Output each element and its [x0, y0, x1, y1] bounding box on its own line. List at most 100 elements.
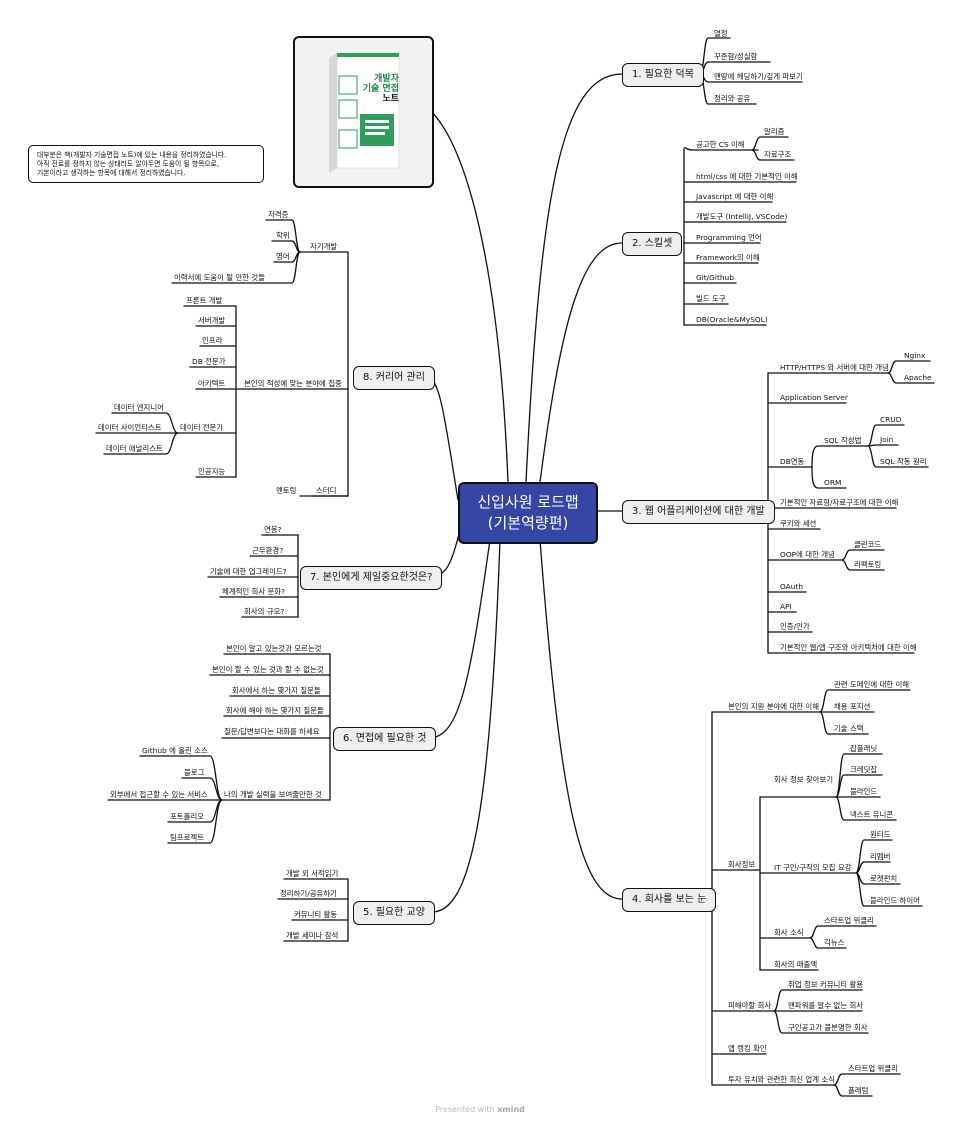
- b8-focus-sub[interactable]: 아키텍트: [198, 379, 226, 388]
- b3-oauth[interactable]: OAuth: [780, 582, 804, 591]
- b8-focus-sub[interactable]: 데이터 전문가: [180, 423, 224, 432]
- b8-data-sub[interactable]: 데이터 엔지니어: [114, 403, 164, 412]
- b4-it-sub[interactable]: 리멤버: [870, 852, 891, 861]
- b7-item[interactable]: 체계적인 회사 문화?: [222, 587, 286, 596]
- b4-invest-sub[interactable]: 스타트업 위클리: [848, 1064, 898, 1073]
- b2-item[interactable]: Git/Github: [696, 273, 734, 282]
- b2-item[interactable]: 빌드 도구: [696, 294, 726, 303]
- b4-find[interactable]: 회사 정보 찾아보기: [774, 775, 834, 784]
- b4-it-sub[interactable]: 블라인드 하이어: [870, 896, 920, 905]
- branch-b4[interactable]: 4. 회사를 보는 눈: [622, 888, 717, 912]
- b2-cs-sub[interactable]: 자료구조: [764, 150, 792, 159]
- b3-sql-sub[interactable]: CRUD: [880, 415, 902, 424]
- b4-it-sub[interactable]: 로켓펀치: [870, 874, 898, 883]
- b4-invest-sub[interactable]: 플래텀: [848, 1086, 869, 1095]
- b6-show-sub[interactable]: 팀프로젝트: [170, 833, 204, 842]
- b6-show-sub[interactable]: 블로그: [184, 768, 205, 777]
- b4-info[interactable]: 회사정보: [728, 860, 756, 869]
- b4-field-sub[interactable]: 채용 포지션: [834, 702, 871, 711]
- b4-it-sub[interactable]: 원티드: [870, 830, 891, 839]
- b8-focus-sub[interactable]: 프론트 개발: [186, 296, 223, 305]
- b2-item[interactable]: Programming 언어: [696, 233, 762, 242]
- b6-show-sub[interactable]: Github 에 올린 소스: [142, 746, 208, 755]
- root-topic[interactable]: 신입사원 로드맵 (기본역량편): [458, 482, 598, 544]
- b3-app-server[interactable]: Application Server: [780, 393, 848, 402]
- b6-show-sub[interactable]: 외부에서 접근할 수 있는 서비스: [110, 790, 208, 799]
- b7-item[interactable]: 회사의 규모?: [244, 607, 285, 616]
- b4-avoid-sub[interactable]: 맨파워를 알수 없는 회사: [788, 1001, 864, 1010]
- b4-field[interactable]: 본인의 지원 분야에 대한 이해: [728, 702, 819, 711]
- b2-cs-sub[interactable]: 알리즘: [764, 127, 785, 136]
- b4-news[interactable]: 회사 소식: [774, 928, 804, 937]
- b2-item[interactable]: Javascript 에 대한 이해: [696, 192, 774, 201]
- b3-http-sub[interactable]: Apache: [904, 373, 932, 382]
- branch-b7[interactable]: 7. 본인에게 제일중요한것은?: [300, 566, 443, 590]
- b4-avoid[interactable]: 피해야할 회사: [728, 1001, 772, 1010]
- b8-focus-sub[interactable]: DB 전문가: [192, 357, 226, 366]
- b4-avoid-sub[interactable]: 취업 정보 커뮤니티 활용: [788, 980, 864, 989]
- b3-http[interactable]: HTTP/HTTPS 와 서버에 대한 개념: [780, 363, 889, 372]
- b8-mentoring[interactable]: 멘토링: [276, 486, 297, 495]
- b3-db[interactable]: DB연동: [780, 457, 805, 466]
- b4-sales[interactable]: 회사의 매출액: [774, 960, 818, 969]
- b8-focus-sub[interactable]: 인프라: [202, 336, 223, 345]
- b8-self-sub[interactable]: 자격증: [268, 210, 289, 219]
- b5-item[interactable]: 개발 외 서적읽기: [286, 869, 339, 878]
- b3-auth[interactable]: 인증/인가: [780, 622, 810, 631]
- b4-field-sub[interactable]: 기술 스택: [834, 724, 864, 733]
- b2-item[interactable]: DB(Oracle&MySQL): [696, 315, 768, 324]
- b7-item[interactable]: 근무환경?: [252, 546, 284, 555]
- b8-focus-sub[interactable]: 인공지능: [198, 467, 226, 476]
- b3-arch[interactable]: 기본적인 웹/앱 구조와 아키텍처에 대한 이해: [780, 643, 917, 652]
- b6-item[interactable]: 본인이 할 수 있는 것과 할 수 없는것: [212, 665, 324, 674]
- b6-item[interactable]: 회사에서 하는 몇가지 질문들: [232, 686, 321, 695]
- b3-orm[interactable]: ORM: [824, 478, 842, 487]
- b1-item[interactable]: 꾸준함/성실함: [714, 52, 758, 61]
- b3-sql-sub[interactable]: SQL 작동 원리: [880, 457, 927, 466]
- b3-ds[interactable]: 기본적인 자료형/자료구조에 대한 이해: [780, 498, 899, 507]
- b8-focus[interactable]: 본인의 적성에 맞는 분야에 집중: [244, 379, 342, 388]
- b8-data-sub[interactable]: 데이터 사이언티스트: [98, 423, 162, 432]
- b2-item[interactable]: Framework의 이해: [696, 253, 760, 262]
- b1-item[interactable]: 열정: [714, 29, 728, 38]
- b4-find-sub[interactable]: 잡플래닛: [850, 744, 878, 753]
- branch-b1[interactable]: 1. 필요한 덕목: [622, 63, 704, 87]
- b8-study[interactable]: 스터디: [316, 486, 337, 495]
- b7-item[interactable]: 기술에 대한 업그레이드?: [210, 567, 287, 576]
- b6-item[interactable]: 회사에 해야 하는 몇가지 질문들: [226, 706, 324, 715]
- b4-avoid-sub[interactable]: 구인공고가 불분명한 회사: [788, 1023, 868, 1032]
- b4-field-sub[interactable]: 관련 도메인에 대한 이해: [834, 680, 910, 689]
- b3-cookie[interactable]: 쿠키와 세션: [780, 519, 817, 528]
- b5-item[interactable]: 정리하기/공유하기: [280, 889, 337, 898]
- b4-find-sub[interactable]: 블라인드: [850, 787, 878, 796]
- b1-item[interactable]: 맨땅에 헤딩하기/깊게 파보기: [714, 72, 803, 81]
- b2-cs[interactable]: 공고한 CS 이해: [696, 140, 745, 149]
- b5-item[interactable]: 개발 세미나 참석: [286, 931, 339, 940]
- b4-find-sub[interactable]: 넥스트 유니콘: [850, 810, 894, 819]
- b6-item[interactable]: 본인이 알고 있는것과 모르는것: [226, 644, 322, 653]
- b3-sql-sub[interactable]: Join: [880, 435, 894, 444]
- b8-self-sub[interactable]: 영어: [276, 252, 290, 261]
- branch-b8[interactable]: 8. 커리어 관리: [353, 366, 435, 390]
- branch-b5[interactable]: 5. 필요한 교양: [353, 901, 435, 925]
- b2-item[interactable]: 개발도구 (IntelliJ, VSCode): [696, 212, 788, 221]
- branch-b2[interactable]: 2. 스킬셋: [622, 232, 683, 256]
- branch-b6[interactable]: 6. 면접에 필요한 것: [333, 727, 437, 751]
- b8-focus-sub[interactable]: 서버개발: [198, 316, 226, 325]
- b8-data-sub[interactable]: 데이터 애널리스트: [106, 444, 163, 453]
- b8-self[interactable]: 자기개발: [310, 242, 338, 251]
- b7-item[interactable]: 연봉?: [264, 525, 282, 534]
- branch-b3[interactable]: 3. 웹 어플리케이션에 대한 개발: [622, 500, 775, 524]
- b3-http-sub[interactable]: Nginx: [904, 351, 926, 360]
- b4-news-sub[interactable]: 긱뉴스: [824, 938, 845, 947]
- b3-oop[interactable]: OOP에 대한 개념: [780, 550, 835, 559]
- b4-news-sub[interactable]: 스타트업 위클리: [824, 916, 874, 925]
- b3-api[interactable]: API: [780, 602, 792, 611]
- b8-self-sub[interactable]: 학위: [276, 231, 290, 240]
- b4-invest[interactable]: 투자 유치와 관련한 최신 업계 소식: [728, 1075, 835, 1084]
- b4-find-sub[interactable]: 크레딧잡: [850, 765, 878, 774]
- b3-oop-sub[interactable]: 클린코드: [854, 540, 882, 549]
- b6-show[interactable]: 나의 개발 실력을 보여줄만한 것: [224, 790, 322, 799]
- b4-rank[interactable]: 앱 랭킹 확인: [728, 1044, 767, 1053]
- b1-item[interactable]: 정리와 공유: [714, 94, 751, 103]
